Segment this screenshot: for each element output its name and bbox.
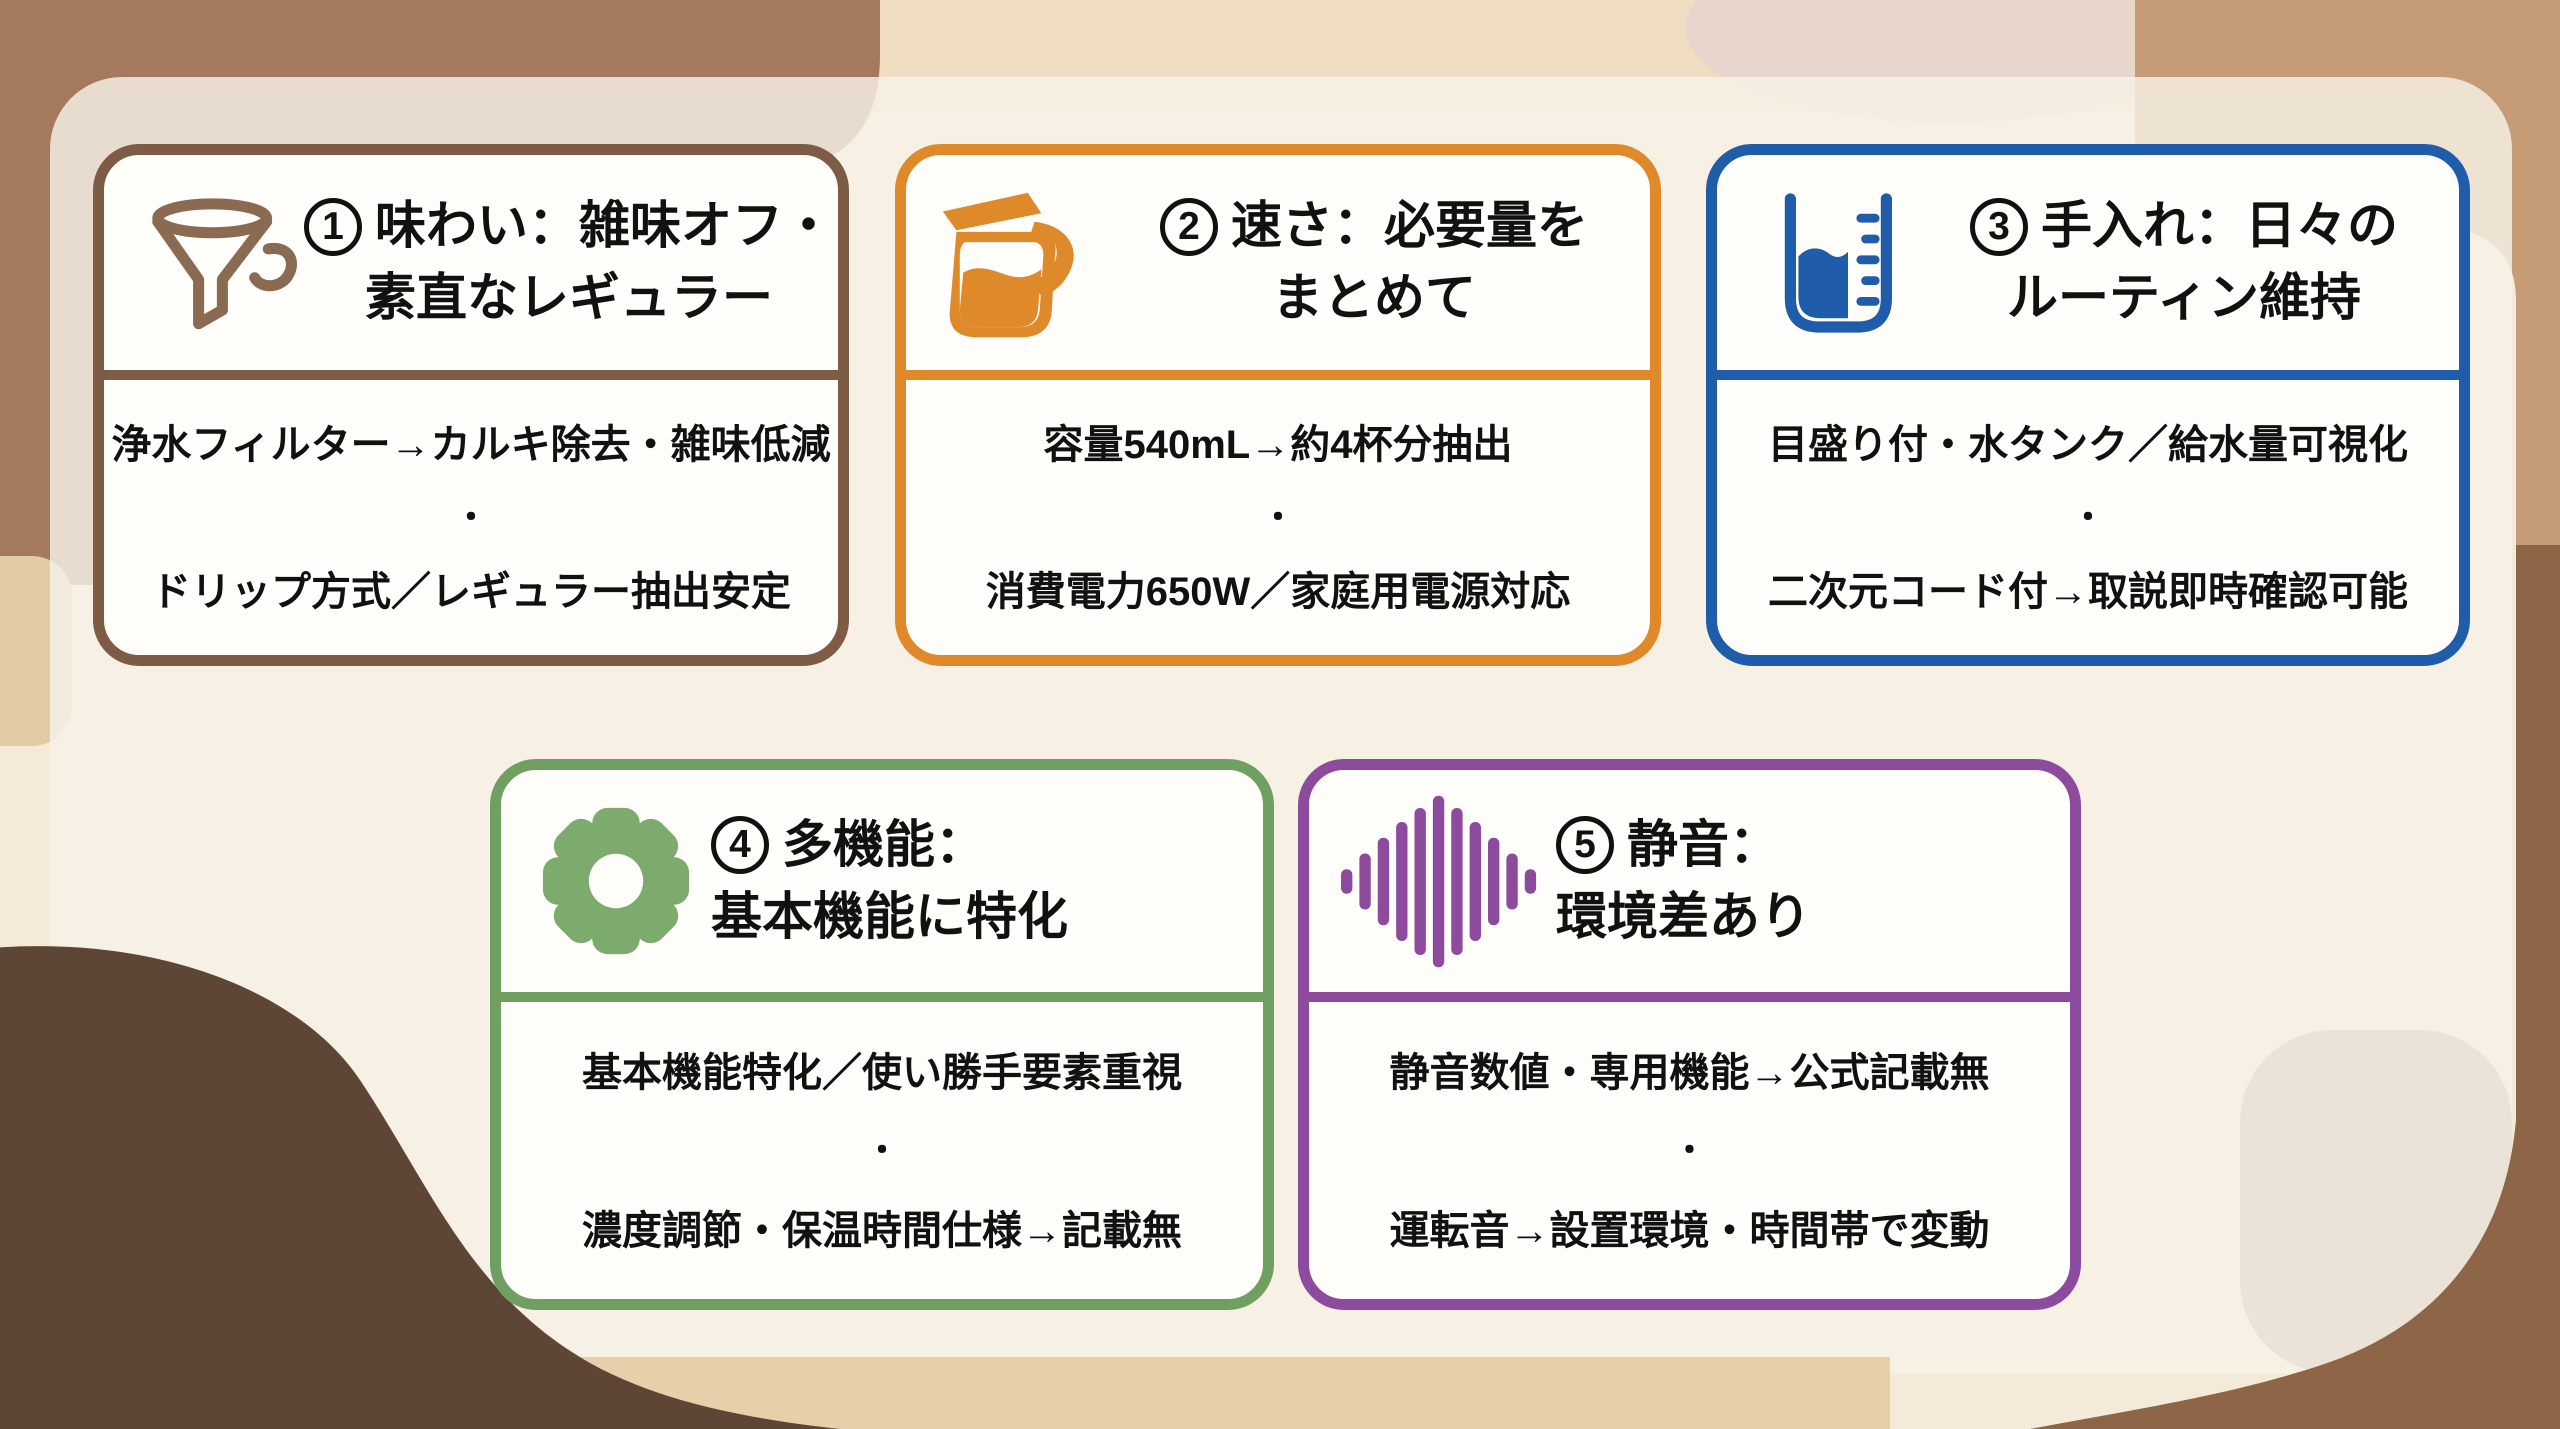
card-multifunction-divider <box>501 992 1263 1002</box>
body-line2: 運転音→設置環境・時間帯で変動 <box>1389 1208 1990 1253</box>
bg-brown-bottomright-blob <box>2030 545 2560 1429</box>
body-line1: 目盛り付・水タンク／給水量可視化 <box>1768 423 2408 467</box>
title-line1: 多機能： <box>782 815 987 873</box>
card-quietness-divider <box>1309 992 2070 1002</box>
card-quietness-body: 静音数値・専用機能→公式記載無 ・ 運転音→設置環境・時間帯で変動 <box>1309 1002 2070 1299</box>
body-line1: 容量540mL→約4杯分抽出 <box>1043 423 1513 467</box>
bg-panel-inner-blob <box>2240 1030 2512 1373</box>
card-taste-body: 浄水フィルター→カルキ除去・雑味低減 ・ ドリップ方式／レギュラー抽出安定 <box>104 380 838 655</box>
number-badge: 4 <box>711 816 769 874</box>
card-speed-divider <box>906 370 1650 380</box>
card-taste-divider <box>104 370 838 380</box>
title-line2: 基本機能に特化 <box>711 887 1069 945</box>
title-line2: 素直なレギュラー <box>365 269 774 327</box>
carafe-icon <box>936 170 1106 355</box>
body-separator: ・ <box>1672 1132 1707 1170</box>
body-line2: ドリップ方式／レギュラー抽出安定 <box>151 570 791 614</box>
number-badge: 5 <box>1556 816 1614 874</box>
title-line2: ルーティン維持 <box>2007 269 2361 327</box>
body-separator: ・ <box>1261 499 1295 537</box>
body-separator: ・ <box>454 499 488 537</box>
title-line1: 静音： <box>1627 815 1781 873</box>
bg-darkbrown-bottomleft-blob <box>0 946 840 1429</box>
body-line2: 消費電力650W／家庭用電源対応 <box>985 570 1571 614</box>
body-line2: 二次元コード付→取説即時確認可能 <box>1768 570 2408 614</box>
title-line1: 味わい：雑味オフ・ <box>375 197 835 255</box>
body-line1: 浄水フィルター→カルキ除去・雑味低減 <box>111 423 831 467</box>
card-multifunction-body: 基本機能特化／使い勝手要素重視 ・ 濃度調節・保温時間仕様→記載無 <box>501 1002 1263 1299</box>
body-separator: ・ <box>2071 499 2105 537</box>
body-line1: 静音数値・専用機能→公式記載無 <box>1389 1050 1990 1095</box>
gear-icon <box>531 796 701 966</box>
title-line2: 環境差あり <box>1556 887 1812 945</box>
title-line2: まとめて <box>1271 269 1476 327</box>
measuring-cup-icon <box>1747 183 1917 343</box>
number-badge: 2 <box>1159 197 1218 256</box>
body-separator: ・ <box>865 1132 899 1170</box>
card-speed-body: 容量540mL→約4杯分抽出 ・ 消費電力650W／家庭用電源対応 <box>906 380 1650 655</box>
card-maintenance-divider <box>1717 370 2459 380</box>
number-badge: 1 <box>304 197 362 256</box>
card-maintenance-body: 目盛り付・水タンク／給水量可視化 ・ 二次元コード付→取説即時確認可能 <box>1717 380 2459 655</box>
title-line1: 手入れ：日々の <box>2040 197 2398 255</box>
body-line1: 基本機能特化／使い勝手要素重視 <box>582 1050 1182 1095</box>
waveform-icon <box>1331 794 1546 969</box>
title-line1: 速さ：必要量を <box>1230 197 1588 255</box>
body-line2: 濃度調節・保温時間仕様→記載無 <box>582 1208 1182 1253</box>
funnel-icon <box>134 175 304 350</box>
number-badge: 3 <box>1969 197 2028 256</box>
